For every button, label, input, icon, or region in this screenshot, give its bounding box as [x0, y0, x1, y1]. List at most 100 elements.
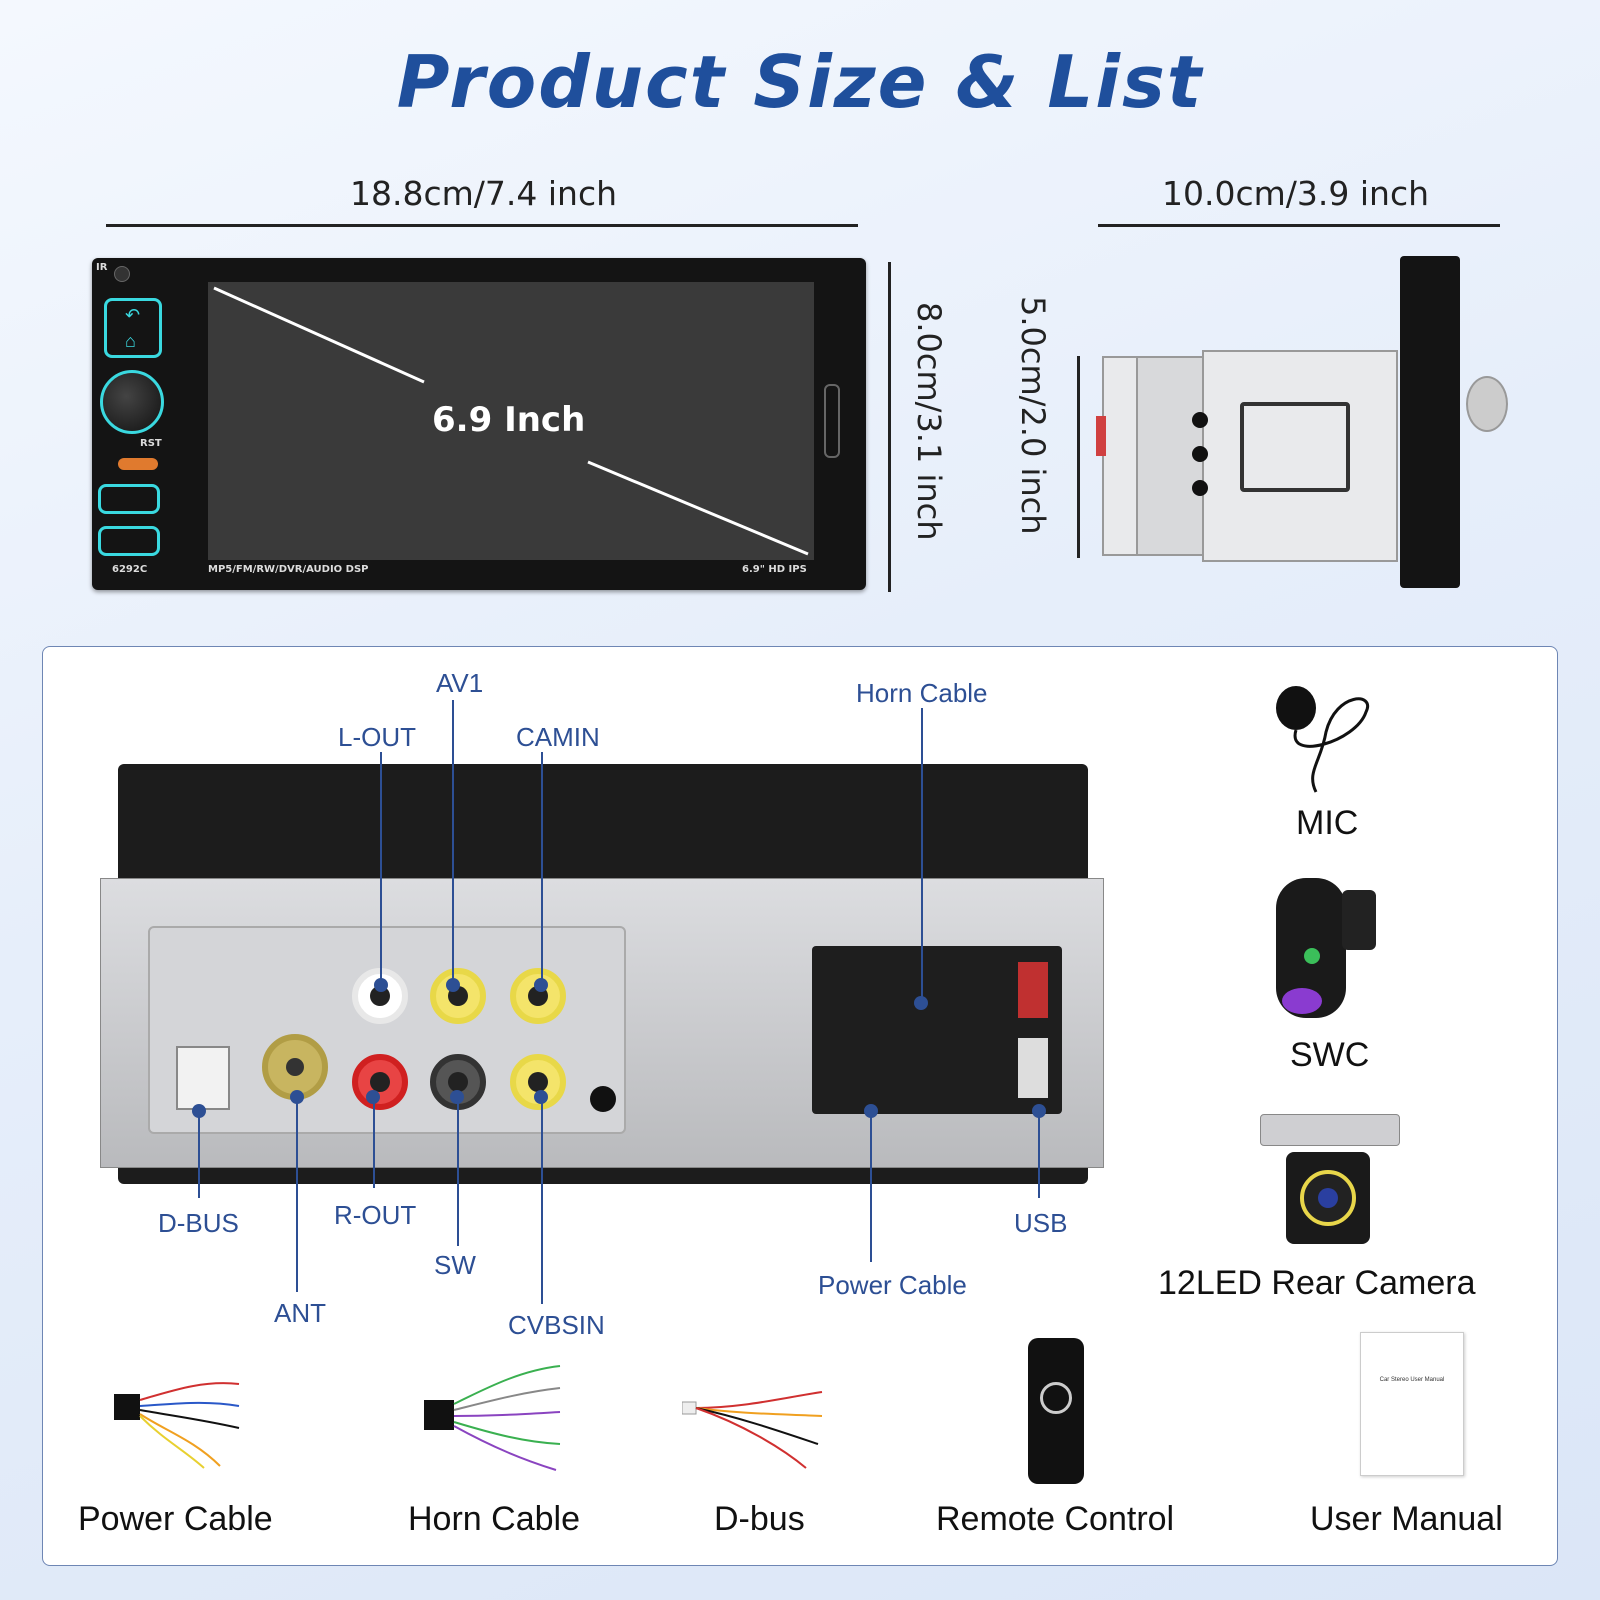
power-dot — [864, 1104, 878, 1118]
rear-camera-icon — [1286, 1152, 1370, 1244]
screen[interactable]: 6.9 Inch — [208, 282, 814, 560]
usb-lead — [1038, 1112, 1040, 1198]
screen-diagonal — [213, 286, 809, 556]
label-lout: L-OUT — [338, 722, 416, 752]
rout-lead — [373, 1096, 375, 1188]
ant-hole — [286, 1058, 304, 1076]
bottom-remote-label: Remote Control — [936, 1500, 1175, 1538]
mic-jack — [590, 1086, 616, 1112]
model-label: 6292C — [112, 564, 148, 575]
side-red-tab — [1096, 416, 1106, 456]
ir-label: IR — [96, 262, 108, 273]
home-icon: ⌂ — [125, 331, 136, 351]
side-clip — [1240, 402, 1350, 492]
usb-dot — [1032, 1104, 1046, 1118]
camera-glass — [1318, 1188, 1338, 1208]
label-rout: R-OUT — [334, 1200, 417, 1230]
sw-lead — [457, 1096, 459, 1246]
side-depth-label: 10.0cm/3.9 inch — [1162, 174, 1429, 213]
horn-dot — [914, 996, 928, 1010]
label-sw: SW — [434, 1250, 476, 1280]
bottom-dbus-label: D-bus — [714, 1500, 805, 1538]
bottom-horn-cable-label: Horn Cable — [408, 1500, 580, 1538]
side-depth-line — [1098, 224, 1500, 227]
dbus-cable-icon — [682, 1391, 823, 1469]
ir-sensor — [114, 266, 130, 282]
remote-control-icon — [1028, 1338, 1084, 1484]
cvbsin-dot — [534, 1090, 548, 1104]
av1-dot — [446, 978, 460, 992]
screen-size-label: 6.9 Inch — [432, 400, 586, 440]
display-spec-label: 6.9" HD IPS — [742, 564, 807, 575]
front-height-line — [888, 262, 891, 592]
dbus-connector — [176, 1046, 230, 1110]
swc-icon — [1276, 878, 1346, 1018]
back-icon: ↶ — [125, 305, 141, 325]
fuse — [1018, 962, 1048, 1018]
side-hole-2 — [1192, 446, 1208, 462]
rout-jack — [352, 1054, 408, 1110]
swc-purple-light — [1282, 988, 1322, 1014]
sw-dot — [450, 1090, 464, 1104]
label-power-cable: Power Cable — [818, 1270, 967, 1300]
swc-strap — [1342, 890, 1376, 950]
ant-lead — [296, 1096, 298, 1292]
bottom-manual-label: User Manual — [1310, 1500, 1503, 1538]
usb-port-2[interactable] — [98, 526, 160, 556]
iso-connector-block — [812, 946, 1062, 1114]
label-horn-cable: Horn Cable — [856, 678, 988, 708]
side-front-bezel — [1400, 256, 1460, 588]
label-av1: AV1 — [436, 668, 484, 698]
screen-slot — [824, 384, 840, 458]
label-dbus: D-BUS — [158, 1208, 239, 1238]
head-unit-front: IR ↶ ⌂ RST 6292C 6.9 Inch MP5/FM/RW/DVR/… — [92, 258, 866, 590]
acc-mic-label: MIC — [1296, 804, 1359, 842]
acc-swc-label: SWC — [1290, 1036, 1370, 1074]
usb-c-port[interactable] — [118, 458, 158, 470]
mic-icon — [1276, 686, 1370, 793]
side-height-label: 5.0cm/2.0 inch — [1014, 296, 1052, 535]
side-knob — [1466, 376, 1508, 432]
swc-green-button — [1304, 948, 1320, 964]
side-rear-plate — [1102, 356, 1138, 556]
camin-jack — [510, 968, 566, 1024]
menu-buttons[interactable]: ↶ ⌂ — [104, 298, 162, 358]
front-height-label: 8.0cm/3.1 inch — [910, 302, 948, 541]
lout-dot — [374, 978, 388, 992]
dbus-dot — [192, 1104, 206, 1118]
power-lead — [870, 1112, 872, 1262]
volume-knob[interactable] — [100, 370, 164, 434]
label-ant: ANT — [274, 1298, 326, 1328]
horn-cable-icon — [424, 1365, 561, 1471]
rst-label: RST — [140, 438, 162, 449]
camera-lens — [1300, 1170, 1356, 1226]
rout-dot — [366, 1090, 380, 1104]
features-label: MP5/FM/RW/DVR/AUDIO DSP — [208, 564, 369, 575]
camera-bracket — [1260, 1114, 1400, 1146]
manual-cover-text: Car Stereo User Manual — [1379, 1377, 1445, 1383]
camin-lead — [541, 752, 543, 984]
ant-dot — [290, 1090, 304, 1104]
bottom-power-cable-label: Power Cable — [78, 1500, 273, 1538]
side-hole-1 — [1192, 412, 1208, 428]
lout-lead — [380, 752, 382, 984]
page-title: Product Size & List — [396, 40, 1204, 124]
side-height-line — [1077, 356, 1080, 558]
side-view — [1096, 350, 1402, 562]
label-camin: CAMIN — [516, 722, 600, 752]
front-width-label: 18.8cm/7.4 inch — [350, 174, 617, 213]
usb-rear-port — [1018, 1038, 1048, 1098]
front-width-line — [106, 224, 858, 227]
horn-lead — [921, 708, 923, 1004]
label-cvbsin: CVBSIN — [508, 1310, 605, 1340]
side-hole-3 — [1192, 480, 1208, 496]
camin-dot — [534, 978, 548, 992]
av1-lead — [452, 700, 454, 984]
usb-port-1[interactable] — [98, 484, 160, 514]
label-usb: USB — [1014, 1208, 1068, 1238]
av1-jack — [430, 968, 486, 1024]
cvbsin-lead — [541, 1096, 543, 1304]
remote-dpad — [1040, 1382, 1072, 1414]
acc-camera-label: 12LED Rear Camera — [1158, 1264, 1476, 1302]
side-bracket — [1202, 350, 1398, 562]
